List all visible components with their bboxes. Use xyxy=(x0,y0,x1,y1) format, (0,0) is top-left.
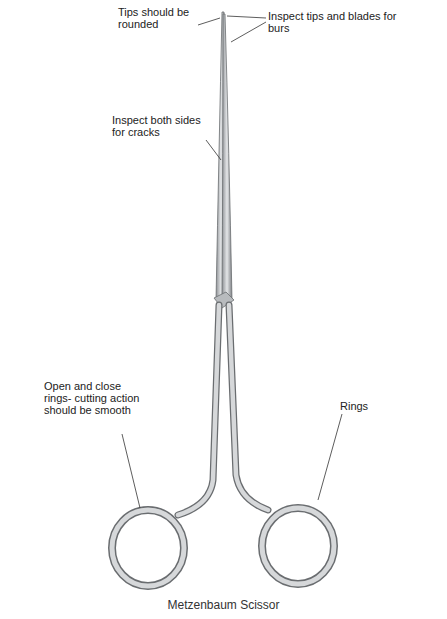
blade xyxy=(222,14,232,300)
finger-ring xyxy=(112,510,184,586)
shank xyxy=(178,305,219,515)
shank xyxy=(178,305,219,515)
finger-ring xyxy=(112,510,184,586)
note-label: Tips should be rounded xyxy=(118,6,202,30)
part-label: Rings xyxy=(340,400,390,412)
note-label: Inspect both sides for cracks xyxy=(112,114,208,138)
leader-line xyxy=(206,140,221,160)
shank xyxy=(229,305,268,510)
finger-ring xyxy=(262,508,334,584)
leader-line xyxy=(122,434,140,508)
leader-line xyxy=(227,16,266,18)
shank xyxy=(229,305,268,510)
caption: Metzenbaum Scissor xyxy=(0,598,447,612)
finger-ring xyxy=(262,508,334,584)
note-label: Inspect tips and blades for burs xyxy=(268,10,398,34)
leader-line xyxy=(198,18,220,25)
leader-line xyxy=(231,22,266,42)
note-label: Open and close rings- cutting action sho… xyxy=(44,380,144,416)
leader-line xyxy=(318,414,342,500)
